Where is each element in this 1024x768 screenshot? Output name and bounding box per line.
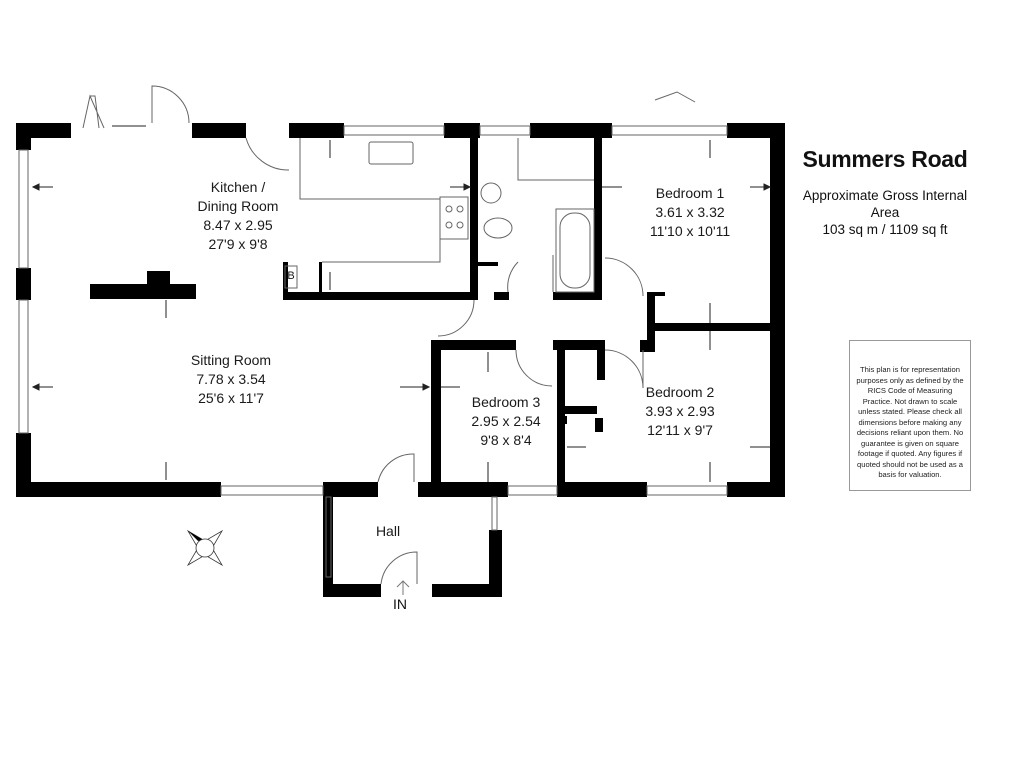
walls [16,123,785,597]
sink [368,141,414,165]
area-summary: Approximate Gross Internal Area 103 sq m… [790,187,980,238]
area-value: 103 sq m / 1109 sq ft [822,222,948,237]
entrance-label: IN [393,596,407,612]
room-hall: Hall [375,523,401,539]
bath-outline [555,208,595,293]
room-sitting: Sitting Room 7.78 x 3.54 25'6 x 11'7 [190,352,272,406]
windows [18,125,728,578]
property-title: Summers Road [802,146,968,172]
fixtures [284,138,595,293]
entrance-arrow-icon [396,580,410,595]
room-bedroom-1: Bedroom 1 3.61 x 3.32 11'10 x 10'11 [649,185,731,239]
toilet [483,217,513,239]
room-kitchen-dining: Kitchen / Dining Room 8.47 x 2.95 27'9 x… [197,179,279,252]
hob [439,196,469,240]
disclaimer-box: This plan is for representation purposes… [849,340,971,491]
dimension-arrows [31,125,772,482]
bath [559,212,591,289]
boiler-box [284,265,298,289]
room-bedroom-2: Bedroom 2 3.93 x 2.93 12'11 x 9'7 [645,384,715,438]
basin [480,182,502,204]
shower-tray [517,138,594,181]
compass-icon [186,529,224,567]
room-bedroom-3: Bedroom 3 2.95 x 2.54 9'8 x 8'4 [471,394,541,448]
area-caption: Approximate Gross Internal Area [802,188,968,220]
boiler-label: B [287,270,295,282]
door-swings [82,85,696,585]
kitchen-worktop [299,138,441,263]
